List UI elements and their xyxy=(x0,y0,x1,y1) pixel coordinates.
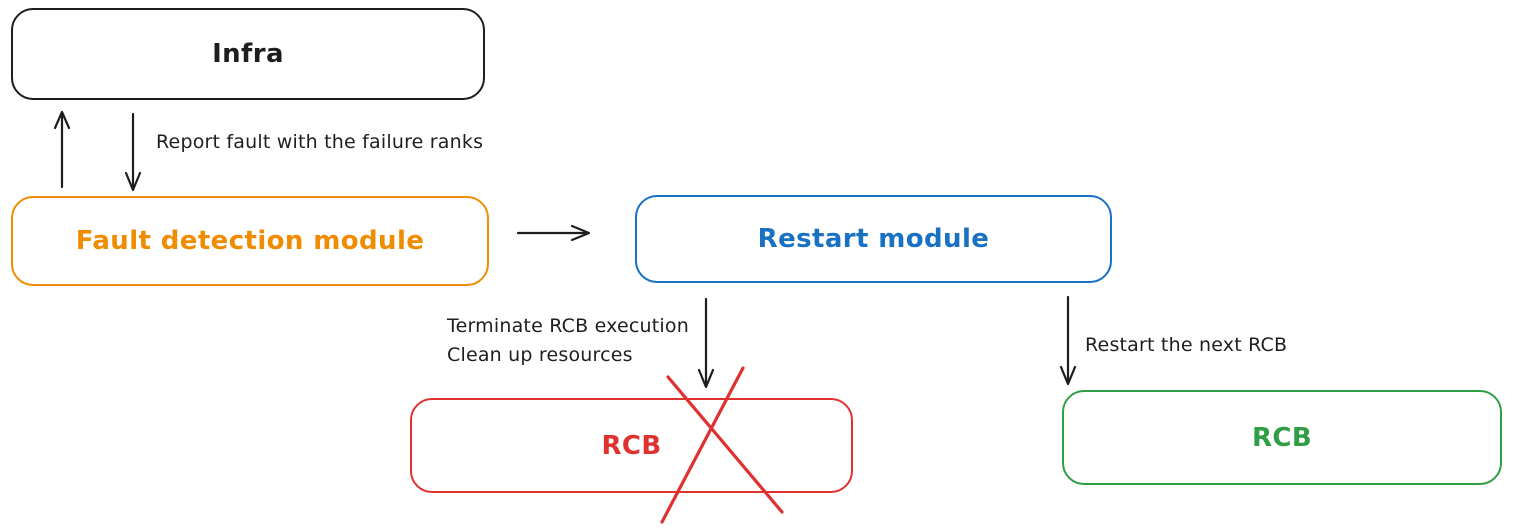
edge-label-restart-next: Restart the next RCB xyxy=(1085,334,1288,356)
edge-label-terminate-line2: Clean up resources xyxy=(447,344,633,366)
node-restart-module: Restart module xyxy=(635,195,1112,283)
node-rcb-next: RCB xyxy=(1062,390,1502,485)
arrow-infra-to-fault xyxy=(124,112,142,192)
node-infra-label: Infra xyxy=(212,39,284,69)
node-rcb-next-label: RCB xyxy=(1251,422,1313,453)
edge-label-terminate: Terminate RCB execution Clean up resourc… xyxy=(447,312,689,370)
arrow-fault-to-restart xyxy=(516,224,591,242)
node-restart-label: Restart module xyxy=(757,224,990,254)
edge-label-report-fault: Report fault with the failure ranks xyxy=(156,131,484,153)
arrow-restart-to-rcb-next xyxy=(1059,295,1077,386)
node-fault-detection-module: Fault detection module xyxy=(11,196,489,286)
node-rcb-terminated: RCB xyxy=(410,398,853,493)
node-infra: Infra xyxy=(11,8,485,100)
node-rcb-terminated-label: RCB xyxy=(601,430,662,461)
arrow-fault-to-infra xyxy=(53,110,71,189)
arrow-restart-to-rcb-terminated xyxy=(697,297,715,389)
node-fault-detection-label: Fault detection module xyxy=(75,226,425,256)
edge-label-terminate-line1: Terminate RCB execution xyxy=(447,315,689,337)
